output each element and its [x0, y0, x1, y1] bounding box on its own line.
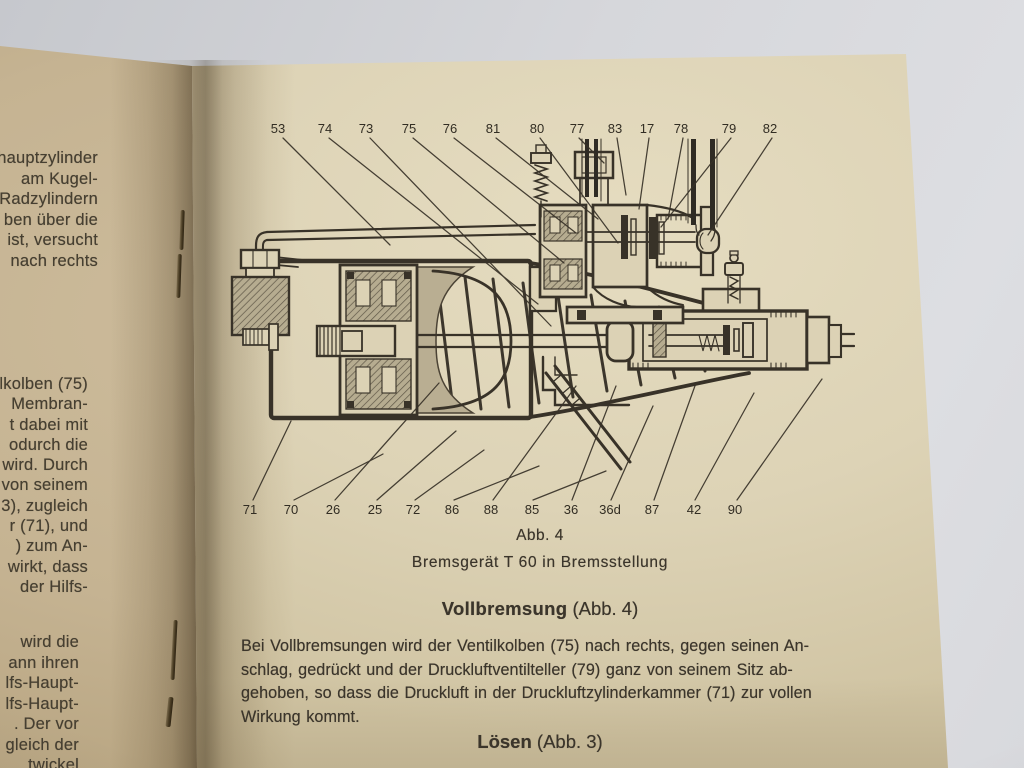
heading-ref: (Abb. 3) [531, 731, 603, 752]
part-label: 88 [484, 502, 498, 517]
leader-lines [252, 137, 823, 501]
part-label: 75 [402, 121, 416, 136]
part-label: 86 [445, 502, 459, 517]
part-label: 70 [284, 502, 298, 517]
part-label: 90 [728, 502, 742, 517]
inlet-pipe-fitting [230, 223, 537, 337]
part-label: 53 [271, 121, 285, 136]
diagonal-pipe [544, 364, 632, 471]
part-label: 81 [486, 121, 500, 136]
part-label: 72 [406, 502, 420, 517]
figure-caption: Abb. 4 [516, 527, 564, 544]
part-label: 82 [763, 121, 777, 136]
part-label: 83 [608, 121, 622, 136]
heading-bold: Vollbremsung [441, 598, 568, 619]
part-label: 36d [599, 502, 621, 517]
figure-abb4-diagram: 53 74 73 75 76 81 80 77 83 17 78 79 82 7… [230, 121, 855, 517]
part-label: 80 [530, 121, 544, 136]
left-page-text-block-1: hauptzylinder am Kugel- Radzylindern ben… [0, 149, 98, 270]
part-label: 71 [243, 502, 257, 517]
part-label: 85 [525, 502, 539, 517]
paragraph-vollbremsung: Bei Vollbremsungen wird der Ventilkolben… [241, 637, 812, 726]
part-label: 76 [443, 121, 457, 136]
vertical-pipes [581, 138, 718, 242]
diaphragm-curve [431, 269, 513, 411]
part-label: 77 [570, 121, 584, 136]
section-heading-loesen: Lösen (Abb. 3) [240, 731, 840, 753]
valve-spring [530, 144, 552, 218]
part-label: 17 [640, 121, 654, 136]
part-label: 25 [368, 502, 382, 517]
heading-bold: Lösen [477, 731, 532, 752]
part-label: 78 [674, 121, 688, 136]
bleed-valve-top [724, 250, 744, 304]
part-label: 26 [326, 502, 340, 517]
part-label: 74 [318, 121, 332, 136]
part-label: 73 [359, 121, 373, 136]
piston-stack [315, 263, 419, 417]
part-label: 42 [687, 502, 701, 517]
diagram-linework [230, 137, 855, 501]
left-page-text-block-3: wird die ann ihren lfs-Haupt- lfs-Haupt-… [5, 633, 79, 768]
part-label: 79 [722, 121, 736, 136]
control-valve-assembly [528, 150, 721, 325]
figure-subcaption: Bremsgerät T 60 in Bremsstellung [411, 554, 669, 571]
auxiliary-cylinder [605, 287, 855, 371]
heading-ref: (Abb. 4) [567, 598, 639, 619]
left-page-text-block-2: lkolben (75) Membran- t dabei mit odurch… [0, 375, 88, 596]
section-heading-vollbremsung: Vollbremsung (Abb. 4) [240, 598, 840, 620]
part-labels: 53 74 73 75 76 81 80 77 83 17 78 79 82 7… [243, 121, 777, 517]
part-label: 87 [645, 502, 659, 517]
bleed-screw-left [242, 323, 279, 351]
part-label: 36 [564, 502, 578, 517]
